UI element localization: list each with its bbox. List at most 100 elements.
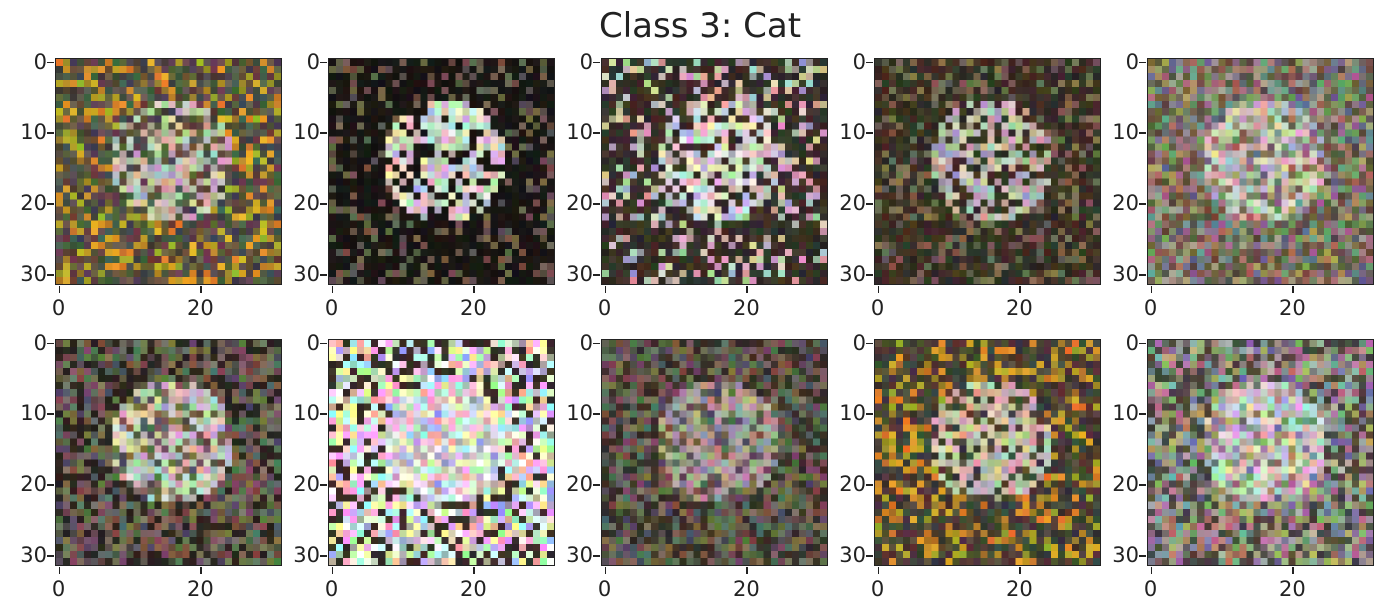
y-tick xyxy=(1139,203,1146,205)
y-tick xyxy=(593,132,600,134)
y-tick-label: 0 xyxy=(579,49,593,74)
y-tick-label: 10 xyxy=(839,120,866,145)
x-tick-label: 0 xyxy=(51,577,66,601)
y-tick-label: 10 xyxy=(1112,120,1139,145)
x-tick xyxy=(877,567,880,574)
pixel-image xyxy=(875,59,1100,284)
cat-image xyxy=(1147,339,1374,566)
y-tick xyxy=(47,203,54,205)
pixel-image xyxy=(329,59,554,284)
y-tick xyxy=(320,274,327,276)
y-tick xyxy=(47,484,54,486)
x-tick-label: 20 xyxy=(733,577,760,601)
y-tick-label: 30 xyxy=(1112,543,1139,568)
y-tick-label: 30 xyxy=(293,262,320,287)
y-tick xyxy=(593,61,600,64)
y-tick-label: 30 xyxy=(1112,262,1139,287)
y-tick-label: 20 xyxy=(1112,191,1139,216)
y-tick-label: 30 xyxy=(566,262,593,287)
figure-title: Class 3: Cat xyxy=(598,6,802,46)
y-tick xyxy=(320,555,327,557)
y-tick-label: 20 xyxy=(293,472,320,497)
y-tick xyxy=(320,342,327,345)
y-tick xyxy=(866,203,873,205)
y-tick-label: 20 xyxy=(839,472,866,497)
y-tick-label: 10 xyxy=(293,120,320,145)
pixel-image xyxy=(1148,59,1373,284)
x-tick-label: 0 xyxy=(870,296,885,320)
y-tick-label: 10 xyxy=(566,401,593,426)
y-tick xyxy=(866,274,873,276)
y-tick xyxy=(47,132,54,134)
y-tick xyxy=(593,555,600,557)
y-tick-label: 10 xyxy=(20,401,47,426)
x-tick xyxy=(200,567,202,574)
y-tick-label: 20 xyxy=(566,191,593,216)
y-tick xyxy=(866,413,873,415)
x-tick-label: 0 xyxy=(1143,296,1158,320)
y-tick-label: 10 xyxy=(1112,401,1139,426)
x-tick xyxy=(746,286,748,293)
x-tick xyxy=(58,567,61,574)
y-tick-label: 20 xyxy=(20,472,47,497)
y-tick xyxy=(1139,555,1146,557)
y-tick-label: 0 xyxy=(1125,330,1139,355)
pixel-image xyxy=(56,59,281,284)
x-tick xyxy=(58,286,61,293)
y-tick-label: 0 xyxy=(33,330,47,355)
y-tick xyxy=(1139,342,1146,345)
x-tick-label: 0 xyxy=(1143,577,1158,601)
y-tick xyxy=(1139,132,1146,134)
y-tick-label: 30 xyxy=(20,262,47,287)
y-tick-label: 20 xyxy=(293,191,320,216)
y-tick xyxy=(47,61,54,64)
pixel-image xyxy=(1148,340,1373,565)
x-tick-label: 0 xyxy=(324,296,339,320)
x-tick xyxy=(331,286,334,293)
y-tick-label: 20 xyxy=(1112,472,1139,497)
y-tick-label: 20 xyxy=(20,191,47,216)
y-tick-label: 0 xyxy=(33,49,47,74)
x-tick xyxy=(473,567,475,574)
pixel-image xyxy=(329,340,554,565)
y-tick xyxy=(47,274,54,276)
x-tick xyxy=(1292,567,1294,574)
y-tick xyxy=(593,342,600,345)
x-tick-label: 20 xyxy=(187,296,214,320)
pixel-image xyxy=(875,340,1100,565)
x-tick xyxy=(1292,286,1294,293)
y-tick-label: 10 xyxy=(839,401,866,426)
cat-image xyxy=(328,339,555,566)
pixel-image xyxy=(56,340,281,565)
pixel-image xyxy=(602,59,827,284)
y-tick-label: 30 xyxy=(839,262,866,287)
y-tick xyxy=(1139,484,1146,486)
cat-image xyxy=(874,339,1101,566)
cat-image xyxy=(55,58,282,285)
y-tick xyxy=(593,484,600,486)
y-tick-label: 0 xyxy=(579,330,593,355)
y-tick-label: 0 xyxy=(306,330,320,355)
cat-image xyxy=(328,58,555,285)
x-tick xyxy=(1019,567,1021,574)
x-tick xyxy=(473,286,475,293)
cat-image xyxy=(55,339,282,566)
y-tick xyxy=(320,203,327,205)
y-tick xyxy=(1139,61,1146,64)
y-tick-label: 10 xyxy=(566,120,593,145)
x-tick-label: 20 xyxy=(733,296,760,320)
y-tick xyxy=(593,413,600,415)
x-tick-label: 20 xyxy=(460,577,487,601)
x-tick-label: 0 xyxy=(324,577,339,601)
x-tick-label: 20 xyxy=(1006,577,1033,601)
x-tick-label: 0 xyxy=(870,577,885,601)
y-tick xyxy=(320,484,327,486)
